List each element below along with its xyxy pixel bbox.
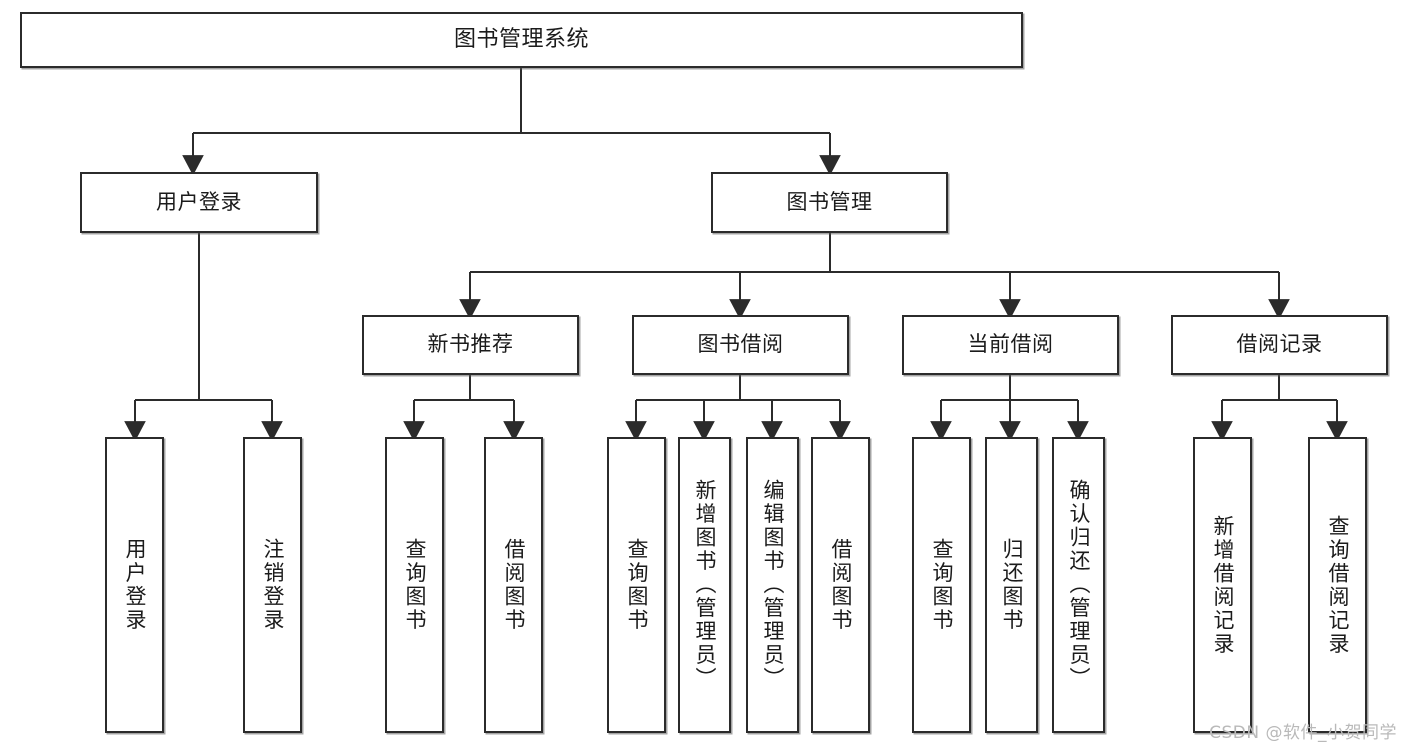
leaf-edit-book-admin[interactable]: 编辑图书（管理员） — [746, 437, 799, 733]
node-label: 借阅记录 — [1236, 332, 1323, 357]
node-label: 图书借阅 — [697, 332, 784, 357]
node-root-system[interactable]: 图书管理系统 — [20, 12, 1023, 68]
node-label: 图书管理系统 — [453, 26, 589, 52]
leaf-add-borrowing-record[interactable]: 新增借阅记录 — [1193, 437, 1252, 733]
node-label: 当前借阅 — [967, 332, 1054, 357]
node-book-borrowing[interactable]: 图书借阅 — [632, 315, 849, 375]
node-user-login[interactable]: 用户登录 — [80, 172, 318, 233]
node-label: 查询图书 — [403, 538, 427, 632]
leaf-query-books-newbook[interactable]: 查询图书 — [385, 437, 444, 733]
node-label: 确认归还（管理员） — [1067, 479, 1091, 691]
node-label: 编辑图书（管理员） — [761, 479, 785, 691]
node-current-borrowing[interactable]: 当前借阅 — [902, 315, 1119, 375]
leaf-return-books[interactable]: 归还图书 — [985, 437, 1038, 733]
node-label: 新增借阅记录 — [1211, 514, 1235, 656]
node-label: 归还图书 — [1000, 538, 1024, 632]
leaf-query-books-borrow[interactable]: 查询图书 — [607, 437, 666, 733]
leaf-user-login[interactable]: 用户登录 — [105, 437, 164, 733]
node-label: 查询图书 — [930, 538, 954, 632]
leaf-borrow-books-newbook[interactable]: 借阅图书 — [484, 437, 543, 733]
leaf-query-books-current[interactable]: 查询图书 — [912, 437, 971, 733]
node-label: 注销登录 — [261, 538, 285, 632]
node-label: 查询借阅记录 — [1326, 514, 1350, 656]
node-label: 新书推荐 — [427, 332, 514, 357]
node-book-management[interactable]: 图书管理 — [711, 172, 948, 233]
csdn-watermark: CSDN @软件_小贺同学 — [1209, 723, 1397, 743]
leaf-add-book-admin[interactable]: 新增图书（管理员） — [678, 437, 731, 733]
node-new-book-recommendation[interactable]: 新书推荐 — [362, 315, 579, 375]
node-label: 查询图书 — [625, 538, 649, 632]
node-label: 用户登录 — [123, 538, 147, 632]
node-label: 借阅图书 — [829, 538, 853, 632]
leaf-logout[interactable]: 注销登录 — [243, 437, 302, 733]
leaf-query-borrowing-record[interactable]: 查询借阅记录 — [1308, 437, 1367, 733]
node-label: 借阅图书 — [502, 538, 526, 632]
leaf-confirm-return-admin[interactable]: 确认归还（管理员） — [1052, 437, 1105, 733]
leaf-borrow-books[interactable]: 借阅图书 — [811, 437, 870, 733]
node-label: 新增图书（管理员） — [693, 479, 717, 691]
node-label: 图书管理 — [786, 189, 873, 214]
node-label: 用户登录 — [156, 189, 242, 214]
node-borrowing-records[interactable]: 借阅记录 — [1171, 315, 1388, 375]
